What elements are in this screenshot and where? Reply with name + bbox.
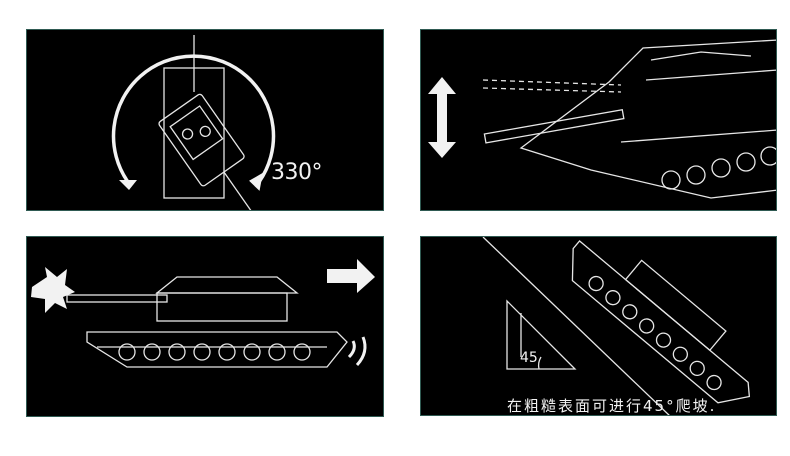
panel-slope-climbing: 45 在粗糙表面可进行45°爬坡. (420, 236, 777, 416)
tank-side-view (571, 240, 751, 404)
tank-side-view (482, 39, 776, 199)
slope-triangle-icon (506, 299, 577, 370)
recoil-arrow-icon (327, 259, 375, 293)
firing-recoil-illustration (31, 259, 375, 368)
slope-line (482, 237, 670, 415)
muzzle-flash-icon (31, 267, 75, 313)
slope-angle-label: 45 (520, 350, 538, 366)
rotation-angle-label: 330° (271, 160, 323, 185)
rotation-arrow-icon (111, 54, 276, 191)
turret-rotation-illustration (111, 35, 276, 210)
panel-turret-rotation: 330° (26, 29, 384, 211)
turret-top-view (158, 93, 255, 210)
slope-climbing-illustration (482, 237, 751, 415)
tank-side-view (66, 276, 348, 368)
gun-elevation-illustration (428, 39, 776, 199)
panel-firing-recoil (26, 236, 384, 417)
motion-lines-icon (347, 336, 367, 367)
up-down-arrow-icon (428, 77, 456, 158)
slope-caption: 在粗糙表面可进行45°爬坡. (507, 397, 717, 415)
panel-gun-elevation (420, 29, 777, 211)
